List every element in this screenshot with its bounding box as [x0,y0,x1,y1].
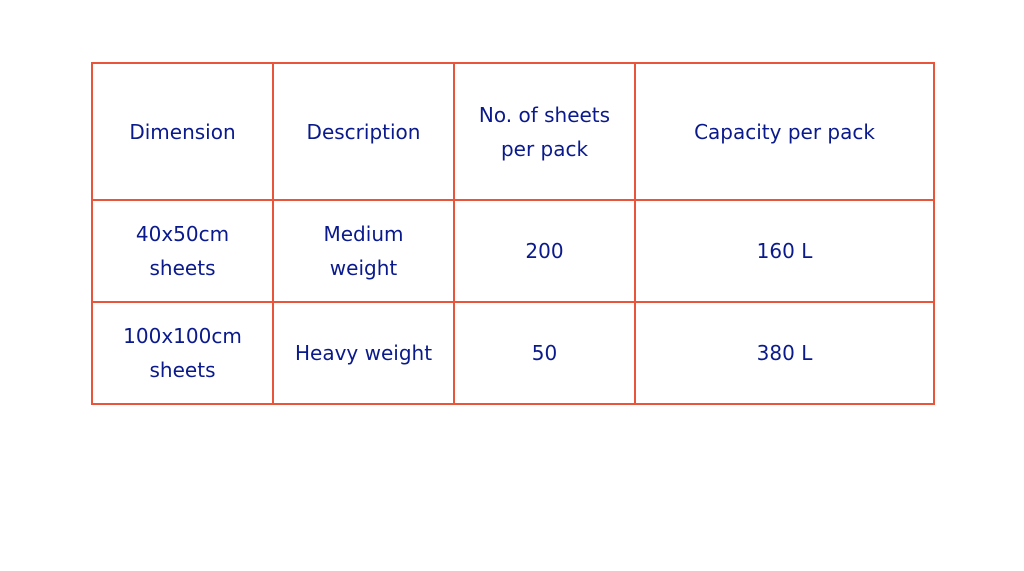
header-dimension: Dimension [91,62,274,201]
table-row: 100x100cm sheets Heavy weight 50 380 L [91,301,935,405]
cell-description: Medium weight [272,199,455,303]
cell-capacity-per-pack: 380 L [634,301,935,405]
cell-dimension: 40x50cm sheets [91,199,274,303]
header-sheets-per-pack: No. of sheets per pack [453,62,636,201]
cell-dimension: 100x100cm sheets [91,301,274,405]
table-row: 40x50cm sheets Medium weight 200 160 L [91,199,935,303]
header-description: Description [272,62,455,201]
cell-sheets-per-pack: 200 [453,199,636,303]
cell-sheets-per-pack: 50 [453,301,636,405]
product-spec-table: Dimension Description No. of sheets per … [91,62,935,405]
header-capacity-per-pack: Capacity per pack [634,62,935,201]
cell-description: Heavy weight [272,301,455,405]
cell-capacity-per-pack: 160 L [634,199,935,303]
table-header-row: Dimension Description No. of sheets per … [91,62,935,201]
